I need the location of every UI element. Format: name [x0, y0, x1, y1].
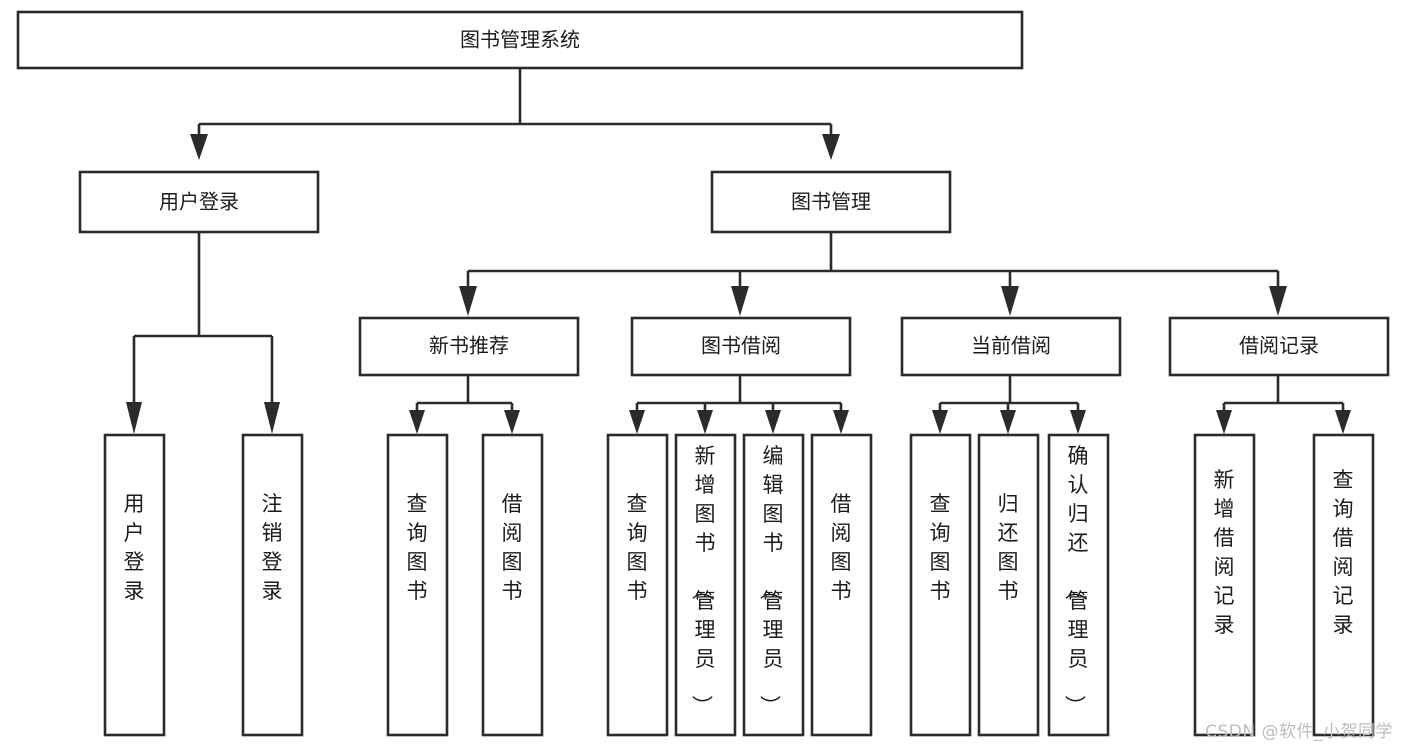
node-leaf-query-record-box[interactable]: [1312, 433, 1375, 737]
node-leaf-query-book-1[interactable]: 查询图书: [386, 433, 449, 737]
node-leaf-query-record[interactable]: 查询借阅记录: [1312, 433, 1375, 737]
node-leaf-borrow-book-2[interactable]: 借阅图书: [810, 433, 873, 737]
connector-group-book-borrow: [629, 375, 849, 434]
node-leaf-query-book-3-box[interactable]: [909, 433, 972, 737]
node-current-borrow[interactable]: 当前借阅: [900, 316, 1122, 377]
arrow-head-leaf-query-record: [1335, 410, 1351, 434]
node-new-book-recommend[interactable]: 新书推荐: [358, 316, 580, 377]
node-book-manage-box[interactable]: [710, 170, 952, 234]
arrow-head-leaf-user-login: [126, 402, 142, 434]
node-user-login-label: 用户登录: [159, 190, 239, 214]
connector-group-new-book-recommend: [409, 375, 520, 434]
node-book-borrow-box[interactable]: [630, 316, 852, 377]
arrow-head-book-borrow: [731, 286, 749, 316]
connector-group-user-login: [126, 232, 280, 434]
arrow-head-leaf-query-book-1: [409, 410, 425, 434]
node-new-book-recommend-box[interactable]: [358, 316, 580, 377]
node-leaf-edit-book-label: 编辑图书（管理员）: [758, 444, 784, 716]
node-leaf-return-book-box[interactable]: [977, 433, 1040, 737]
node-root-label: 图书管理系统: [460, 28, 580, 52]
arrow-head-borrow-record: [1269, 286, 1287, 316]
node-leaf-add-record-label: 新增借阅记录: [1214, 468, 1235, 637]
node-new-book-recommend-label: 新书推荐: [429, 334, 509, 358]
node-leaf-add-record[interactable]: 新增借阅记录: [1193, 433, 1256, 737]
node-leaf-add-book[interactable]: 新增图书（管理员）: [674, 433, 737, 737]
node-leaf-logout-login-box[interactable]: [241, 433, 304, 737]
node-borrow-record-box[interactable]: [1168, 316, 1390, 377]
arrow-head-leaf-query-book-3: [932, 410, 948, 434]
arrow-head-new-book-recommend: [459, 286, 477, 316]
node-leaf-user-login[interactable]: 用户登录: [103, 433, 166, 737]
arrow-head-leaf-logout-login: [264, 402, 280, 434]
node-leaf-borrow-book-2-label: 借阅图书: [831, 492, 852, 603]
node-book-manage-label: 图书管理: [791, 190, 871, 214]
node-leaf-borrow-book-2-box[interactable]: [810, 433, 873, 737]
node-book-manage[interactable]: 图书管理: [710, 170, 952, 234]
arrow-head-leaf-borrow-book-2: [833, 410, 849, 434]
node-leaf-return-book[interactable]: 归还图书: [977, 433, 1040, 737]
node-leaf-query-book-3-label: 查询图书: [930, 492, 951, 603]
node-root[interactable]: 图书管理系统: [16, 10, 1024, 70]
node-leaf-borrow-book-1-box[interactable]: [481, 433, 544, 737]
node-leaf-borrow-book-1[interactable]: 借阅图书: [481, 433, 544, 737]
connector-group-book-manage: [459, 232, 1287, 316]
node-current-borrow-box[interactable]: [900, 316, 1122, 377]
node-leaf-return-book-label: 归还图书: [998, 492, 1019, 603]
node-leaf-user-login-label: 用户登录: [124, 492, 145, 603]
node-leaf-query-book-2-label: 查询图书: [627, 492, 648, 603]
node-borrow-record[interactable]: 借阅记录: [1168, 316, 1390, 377]
node-leaf-query-book-2-box[interactable]: [606, 433, 669, 737]
arrow-head-leaf-borrow-book-1: [504, 410, 520, 434]
node-leaf-add-record-box[interactable]: [1193, 433, 1256, 737]
node-leaf-edit-book-box[interactable]: [742, 433, 805, 737]
node-user-login[interactable]: 用户登录: [78, 170, 320, 234]
node-leaf-query-record-label: 查询借阅记录: [1333, 468, 1354, 637]
node-leaf-query-book-1-label: 查询图书: [407, 492, 428, 603]
connector-group-root: [190, 68, 840, 160]
arrow-head-leaf-add-record: [1216, 410, 1232, 434]
arrow-head-leaf-query-book-2: [629, 410, 645, 434]
node-book-borrow[interactable]: 图书借阅: [630, 316, 852, 377]
node-leaf-confirm-return[interactable]: 确认归还（管理员）: [1047, 433, 1110, 737]
node-leaf-logout-login-label: 注销登录: [262, 492, 283, 603]
arrow-head-leaf-add-book: [697, 410, 713, 434]
arrow-head-book-manage: [822, 134, 840, 160]
node-leaf-query-book-1-box[interactable]: [386, 433, 449, 737]
node-leaf-confirm-return-label: 确认归还（管理员）: [1063, 444, 1089, 716]
arrow-head-current-borrow: [1001, 286, 1019, 316]
node-leaf-borrow-book-1-label: 借阅图书: [502, 492, 523, 603]
node-leaf-user-login-box[interactable]: [103, 433, 166, 737]
node-root-box[interactable]: [16, 10, 1024, 70]
arrow-head-leaf-edit-book: [765, 410, 781, 434]
node-leaf-query-book-2[interactable]: 查询图书: [606, 433, 669, 737]
node-leaf-edit-book[interactable]: 编辑图书（管理员）: [742, 433, 805, 737]
arrow-head-leaf-confirm-return: [1070, 410, 1086, 434]
node-leaf-confirm-return-box[interactable]: [1047, 433, 1110, 737]
node-leaf-logout-login[interactable]: 注销登录: [241, 433, 304, 737]
node-user-login-box[interactable]: [78, 170, 320, 234]
node-leaf-query-book-3[interactable]: 查询图书: [909, 433, 972, 737]
node-borrow-record-label: 借阅记录: [1239, 334, 1319, 358]
node-book-borrow-label: 图书借阅: [701, 334, 781, 358]
node-leaf-add-book-label: 新增图书（管理员）: [690, 444, 716, 716]
arrow-head-leaf-return-book: [1000, 410, 1016, 434]
node-current-borrow-label: 当前借阅: [971, 334, 1051, 358]
connector-group-current-borrow: [932, 375, 1086, 434]
node-leaf-add-book-box[interactable]: [674, 433, 737, 737]
arrow-head-user-login: [190, 134, 208, 160]
connector-group-borrow-record: [1216, 375, 1351, 434]
